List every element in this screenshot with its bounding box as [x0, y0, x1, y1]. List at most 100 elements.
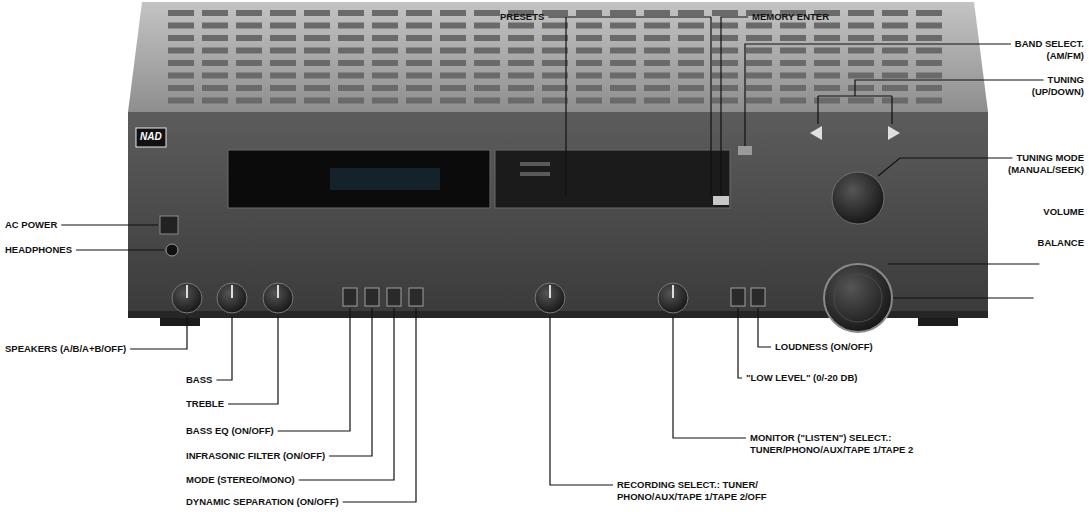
- vent-slot: [270, 35, 296, 41]
- vent-slot: [780, 60, 806, 66]
- vent-slot: [440, 98, 466, 104]
- vent-slot: [746, 60, 772, 66]
- vent-slot: [338, 48, 364, 54]
- push-button: [365, 288, 379, 306]
- vent-slot: [882, 35, 908, 41]
- callout-label: HEADPHONES: [5, 244, 72, 256]
- vent-slot: [168, 73, 194, 79]
- leader-line: [758, 308, 771, 347]
- vent-slot: [440, 35, 466, 41]
- vent-slot: [406, 35, 432, 41]
- volume-knob: [824, 264, 892, 332]
- vent-slot: [848, 35, 874, 41]
- vent-slot: [508, 73, 534, 79]
- callout-label: MODE (STEREO/MONO): [186, 474, 295, 486]
- search-knob: [832, 172, 884, 224]
- callout-label: AC POWER: [5, 219, 57, 231]
- vent-slot: [304, 85, 330, 91]
- vent-slot: [236, 48, 262, 54]
- leader-line: [216, 316, 232, 380]
- vent-slot: [338, 98, 364, 104]
- vent-slot: [372, 85, 398, 91]
- vent-slot: [576, 48, 602, 54]
- top-grill: [128, 2, 988, 112]
- treble-knob: [263, 283, 293, 313]
- callout-label: MEMORY ENTER: [752, 11, 829, 23]
- vent-slot: [644, 60, 670, 66]
- vent-slot: [678, 10, 704, 16]
- vent-slot: [372, 10, 398, 16]
- vent-slot: [882, 23, 908, 29]
- vent-slot: [202, 73, 228, 79]
- indicator: [520, 172, 550, 176]
- vent-slot: [610, 60, 636, 66]
- vent-slot: [882, 73, 908, 79]
- callout-label: DYNAMIC SEPARATION (ON/OFF): [186, 496, 339, 508]
- leader-line: [891, 96, 892, 124]
- leader-line: [130, 316, 187, 349]
- vent-slot: [406, 23, 432, 29]
- leader-line: [548, 16, 711, 17]
- vent-slot: [712, 85, 738, 91]
- push-button: [387, 288, 401, 306]
- vent-slot: [202, 85, 228, 91]
- vent-slot: [712, 48, 738, 54]
- monitor-knob: [658, 283, 688, 313]
- vent-slot: [168, 85, 194, 91]
- vent-slot: [712, 98, 738, 104]
- vent-slot: [610, 10, 636, 16]
- vent-slot: [270, 10, 296, 16]
- vent-slot: [576, 60, 602, 66]
- record-knob: [535, 283, 565, 313]
- leader-line: [878, 158, 1012, 176]
- vent-slot: [610, 23, 636, 29]
- vent-slot: [916, 35, 942, 41]
- vent-slot: [202, 98, 228, 104]
- vent-slot: [610, 85, 636, 91]
- vent-slot: [780, 73, 806, 79]
- power-button: [160, 216, 178, 234]
- vent-slot: [168, 60, 194, 66]
- vent-slot: [644, 10, 670, 16]
- knob-pointer: [186, 285, 188, 298]
- vent-slot: [236, 60, 262, 66]
- vent-slot: [440, 60, 466, 66]
- callout-label: MONITOR ("LISTEN") SELECT.: TUNER/PHONO/…: [750, 432, 955, 456]
- leader-line: [710, 17, 711, 196]
- vent-slot: [304, 98, 330, 104]
- vent-slot: [678, 98, 704, 104]
- vent-slot: [372, 73, 398, 79]
- vent-slot: [678, 85, 704, 91]
- leader-line: [329, 308, 372, 456]
- vent-slot: [508, 23, 534, 29]
- vent-slot: [304, 60, 330, 66]
- vent-slot: [474, 35, 500, 41]
- indicator: [520, 162, 550, 166]
- vent-slot: [882, 60, 908, 66]
- vent-slot: [202, 48, 228, 54]
- vent-slot: [746, 73, 772, 79]
- callout-label: VOLUME: [1043, 206, 1084, 218]
- vent-slot: [304, 73, 330, 79]
- vent-slot: [576, 85, 602, 91]
- vent-slot: [916, 73, 942, 79]
- vent-slot: [848, 10, 874, 16]
- vent-slot: [848, 60, 874, 66]
- push-button: [343, 288, 357, 306]
- vent-slot: [882, 85, 908, 91]
- vent-slot: [508, 48, 534, 54]
- vent-slot: [440, 23, 466, 29]
- vent-slot: [236, 85, 262, 91]
- leader-line: [817, 96, 818, 124]
- vent-slot: [542, 10, 568, 16]
- vent-slot: [746, 35, 772, 41]
- vent-slot: [338, 85, 364, 91]
- knob-pointer: [277, 285, 279, 298]
- vent-slot: [644, 73, 670, 79]
- vent-slot: [576, 10, 602, 16]
- vent-slot: [780, 48, 806, 54]
- vent-slot: [610, 98, 636, 104]
- leader-line: [228, 316, 278, 404]
- push-button: [751, 288, 765, 306]
